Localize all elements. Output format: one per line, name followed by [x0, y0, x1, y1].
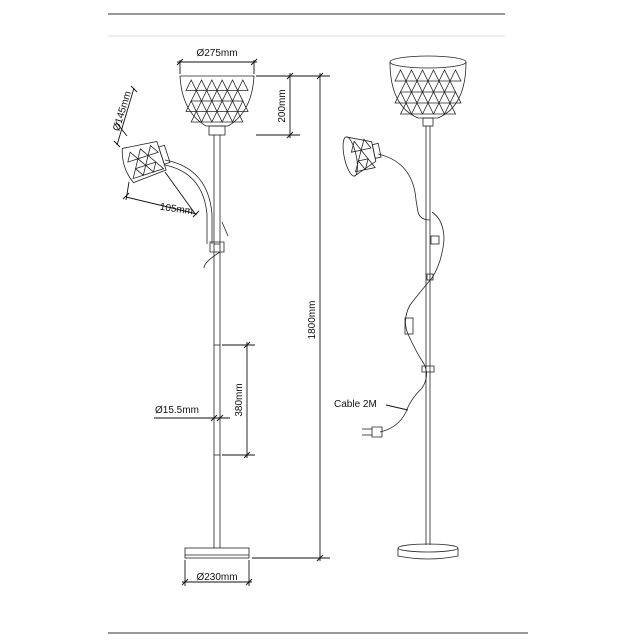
dim-total-height: 1800mm [252, 72, 330, 562]
dim-pole-diameter: Ø15.5mm [154, 405, 230, 422]
base-perspective [397, 543, 459, 560]
reading-shade [121, 140, 171, 184]
switch-wire [203, 221, 229, 269]
cable-callout: Cable 2M [334, 399, 409, 411]
segment-length-label: 380mm [234, 383, 245, 416]
reading-depth-label: 105mm [159, 202, 194, 218]
base-diameter-label: Ø230mm [196, 572, 237, 583]
reading-diameter-label: Ø145mm [111, 90, 134, 133]
dim-reading-depth: 105mm [122, 171, 200, 218]
perspective-lamp [342, 55, 467, 560]
plug [362, 426, 383, 438]
arm-bracket [209, 241, 225, 253]
base [184, 547, 250, 559]
gooseneck-arm [164, 159, 213, 244]
dimensioned-lamp [121, 75, 255, 559]
dim-base-diameter: Ø230mm [181, 560, 253, 586]
power-cable [379, 211, 445, 433]
dim-segment-length: 380mm [222, 341, 255, 459]
reading-shade-perspective [342, 136, 382, 177]
pole-diameter-label: Ø15.5mm [155, 405, 199, 416]
total-height-label: 1800mm [307, 301, 318, 340]
dim-shade-width: Ø275mm [176, 48, 258, 74]
cable-label: Cable 2M [334, 399, 377, 410]
main-shade-perspective [389, 55, 467, 127]
dim-shade-height: 200mm [256, 72, 300, 139]
pole [213, 135, 221, 548]
main-shade [179, 75, 255, 136]
gooseneck-perspective [377, 153, 431, 221]
shade-lattice [185, 79, 249, 123]
cable-switch [404, 317, 414, 335]
shade-width-label: Ø275mm [196, 48, 237, 59]
dim-reading-diameter: Ø145mm [111, 85, 138, 148]
shade-height-label: 200mm [277, 89, 288, 122]
